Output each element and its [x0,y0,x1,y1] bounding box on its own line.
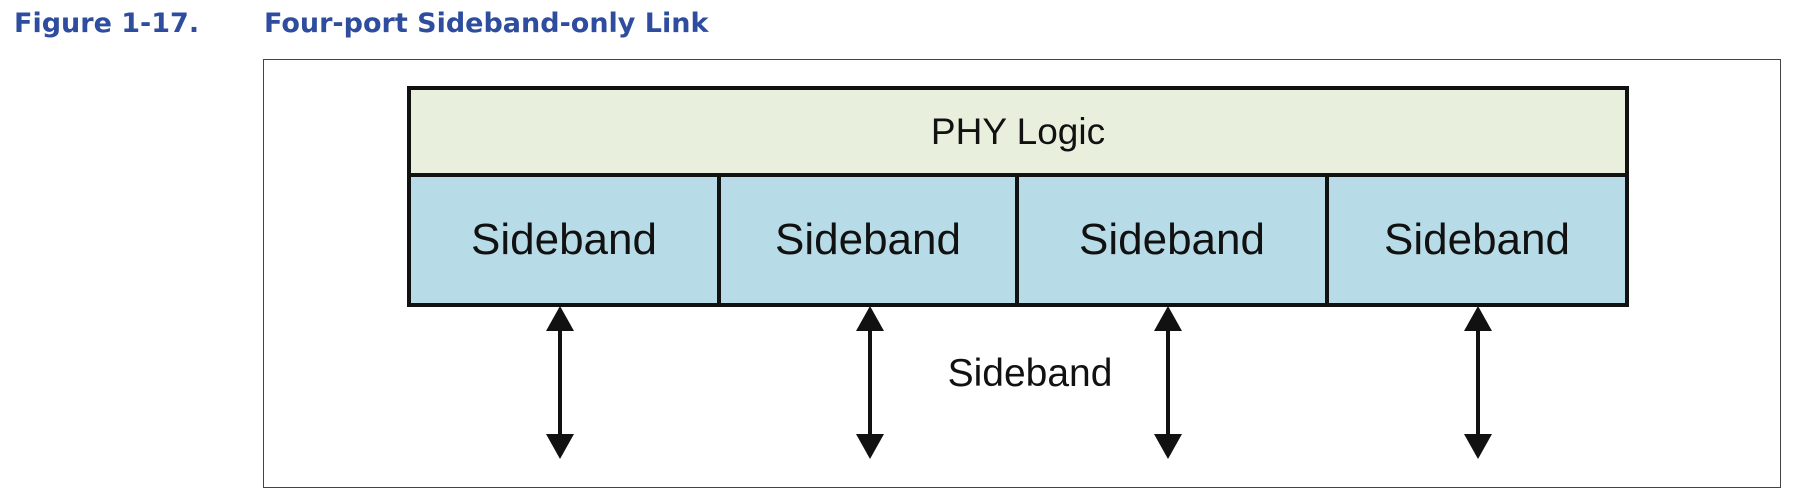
sideband-block-label: Sideband [1079,215,1265,264]
figure-number: Figure 1-17. [14,7,200,39]
bidirectional-arrow-4 [1464,306,1492,459]
phy-logic-label: PHY Logic [930,110,1106,152]
bidirectional-arrow-3 [1154,306,1182,459]
sideband-link-label: Sideband [947,352,1113,395]
sideband-block-3: Sideband [1015,173,1329,307]
figure-caption: Figure 1-17. Four-port Sideband-only Lin… [14,6,708,40]
figure-title: Four-port Sideband-only Link [264,7,709,39]
sideband-block-label: Sideband [1384,215,1570,264]
sideband-block-2: Sideband [717,173,1019,307]
bidirectional-arrow-1 [546,306,574,459]
sideband-block-label: Sideband [471,215,657,264]
phy-logic-block: PHY Logic [407,86,1629,175]
sideband-block-label: Sideband [775,215,961,264]
bidirectional-arrow-2 [856,306,884,459]
sideband-block-1: Sideband [407,173,721,307]
sideband-block-4: Sideband [1325,173,1629,307]
